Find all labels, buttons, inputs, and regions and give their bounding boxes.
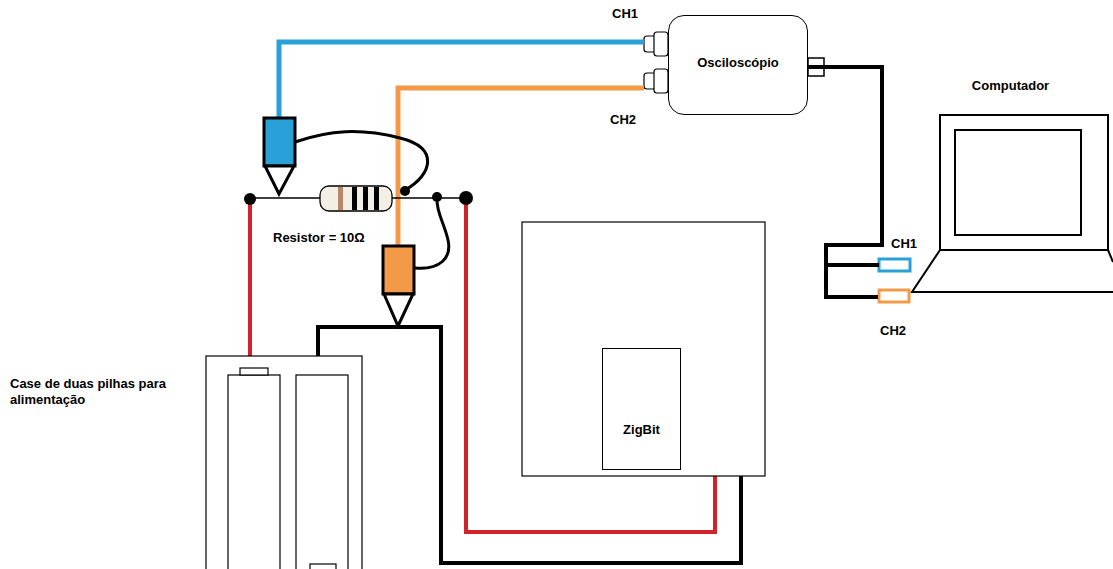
ground-clip	[295, 132, 428, 190]
positive-wire	[248, 198, 252, 372]
channel-label: CH1	[889, 236, 919, 252]
battery-label: Case de duas pilhas para alimentação	[8, 376, 182, 408]
channel-label: CH2	[608, 112, 638, 128]
node-text: ZigBit	[623, 422, 660, 437]
resistor-value: Resistor = 10Ω	[271, 230, 367, 246]
resistor-symbol	[320, 186, 392, 211]
circuit-board	[522, 222, 765, 476]
ground-clip	[415, 198, 449, 268]
ch1-cable	[279, 42, 644, 120]
node-text: Osciloscópio	[697, 55, 779, 70]
laptop-drawing	[912, 115, 1113, 292]
probe-connector	[644, 32, 668, 93]
oscilloscope-box: Osciloscópio	[668, 15, 808, 115]
usb-cable	[808, 67, 882, 297]
battery-case	[206, 356, 362, 569]
ch2-port	[879, 290, 909, 302]
computer: Computador	[878, 76, 1113, 312]
ch1-probe	[264, 118, 295, 194]
junction-dot	[244, 186, 473, 205]
channel-label: CH2	[878, 323, 908, 339]
node-text: Computador	[972, 78, 1049, 312]
usb-cable	[826, 263, 879, 267]
zigbit-module: ZigBit	[602, 348, 681, 470]
ch1-port	[879, 259, 910, 271]
channel-label: CH1	[610, 6, 640, 22]
ch2-probe	[383, 246, 414, 326]
